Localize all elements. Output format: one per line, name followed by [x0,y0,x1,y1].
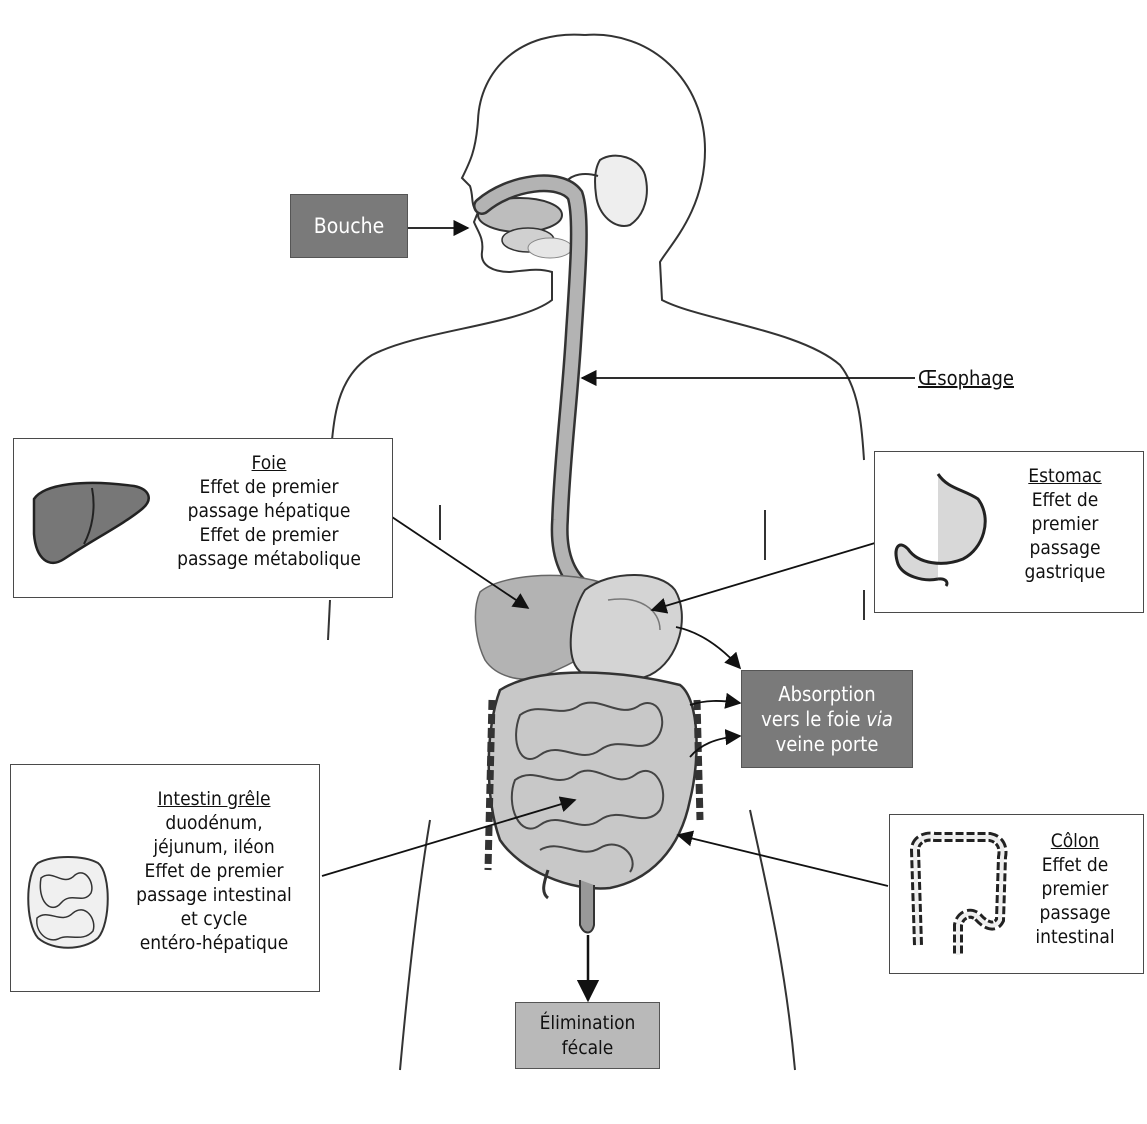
intestin-title: Intestin grêle [111,787,317,811]
colon-line-1: Effet de [1010,853,1140,877]
elimination-line-1: Élimination [540,1011,636,1036]
absorption-line-2: vers le foie [761,707,866,731]
estomac-line-4: gastrique [995,560,1135,584]
estomac-line-2: premier [995,512,1135,536]
stomach-illustration [571,575,682,683]
absorption-via: via [866,707,893,731]
estomac-box: Estomac Effet de premier passage gastriq… [874,451,1144,613]
bouche-label: Bouche [290,194,408,258]
intestin-line-5: et cycle [111,907,317,931]
bouche-label-text: Bouche [314,214,385,238]
estomac-line-3: passage [995,536,1135,560]
foie-line-2: passage hépatique [144,499,394,523]
foie-line-3: Effet de premier [144,523,394,547]
estomac-line-1: Effet de [995,488,1135,512]
intestin-line-4: passage intestinal [111,883,317,907]
arrow-absorption-1 [676,627,740,668]
intestin-line-3: Effet de premier [111,859,317,883]
colon-line-3: passage [1010,901,1140,925]
colon-line-2: premier [1010,877,1140,901]
intestin-line-6: entéro-hépatique [111,931,317,955]
foie-title: Foie [144,451,394,475]
intestin-line-1: duodénum, [111,811,317,835]
intestin-line-2: jéjunum, iléon [111,835,317,859]
arrow-colon [678,835,888,886]
oesophage-label: Œsophage [918,366,1038,390]
arrow-foie [392,517,528,608]
absorption-line-3: veine porte [776,732,879,757]
elimination-line-2: fécale [562,1036,614,1061]
intestine-illustration [488,673,700,933]
colon-title: Côlon [1010,829,1140,853]
foie-box: Foie Effet de premier passage hépatique … [13,438,393,598]
estomac-title: Estomac [995,464,1135,488]
elimination-box: Élimination fécale [515,1002,660,1069]
colon-box: Côlon Effet de premier passage intestina… [889,814,1144,974]
colon-icon [900,825,1010,965]
foie-line-1: Effet de premier [144,475,394,499]
liver-icon [24,464,154,574]
intestin-box: Intestin grêle duodénum, jéjunum, iléon … [10,764,320,992]
absorption-box: Absorption vers le foie via veine porte [741,670,913,768]
stomach-icon [883,464,993,594]
colon-line-4: intestinal [1010,925,1140,949]
foie-line-4: passage métabolique [144,547,394,571]
absorption-line-1: Absorption [778,682,875,707]
small-intestine-icon [23,853,113,953]
arrow-estomac [652,543,875,610]
